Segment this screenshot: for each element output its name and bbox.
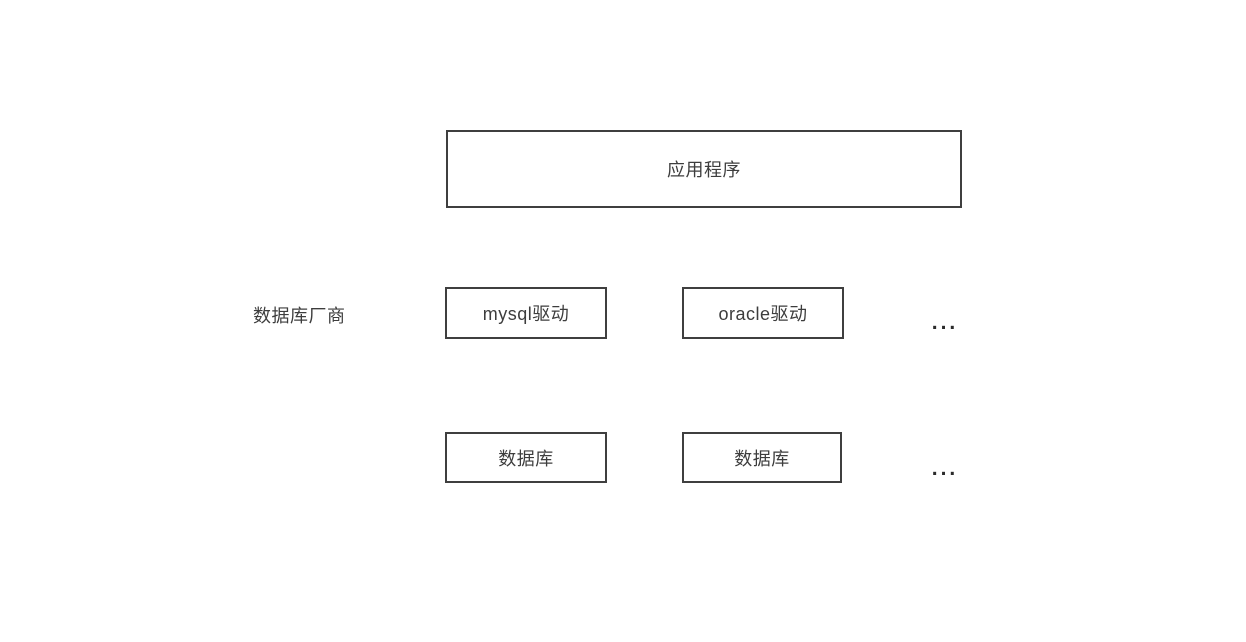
database-box-2-label: 数据库 — [734, 448, 790, 469]
oracle-driver-box: oracle驱动 — [682, 287, 844, 339]
database-box-1-label: 数据库 — [498, 448, 554, 469]
database-box-1: 数据库 — [445, 432, 607, 483]
mysql-driver-box: mysql驱动 — [445, 287, 607, 339]
oracle-driver-box-label: oracle驱动 — [718, 304, 808, 324]
more-drivers-ellipsis: ... — [931, 311, 959, 334]
mysql-driver-box-label: mysql驱动 — [482, 304, 570, 324]
database-vendor-label: 数据库厂商 — [253, 306, 346, 326]
more-databases-ellipsis: ... — [931, 457, 959, 480]
application-box: 应用程序 — [446, 130, 962, 208]
database-box-2: 数据库 — [682, 432, 842, 483]
application-box-label: 应用程序 — [667, 160, 741, 180]
